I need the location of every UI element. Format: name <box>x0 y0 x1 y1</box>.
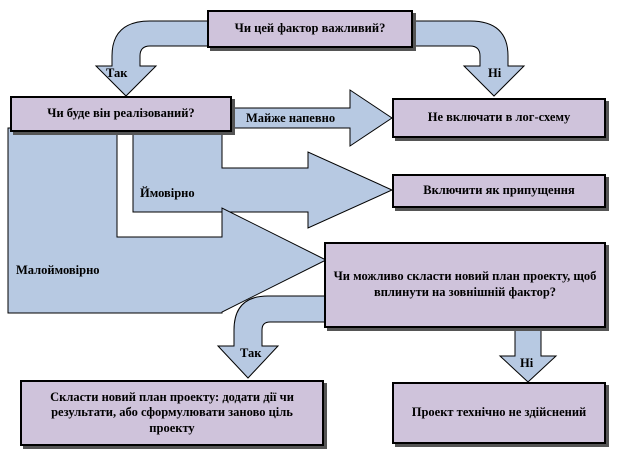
arrow-no-top <box>411 20 526 97</box>
label-yes-top: Так <box>106 66 128 80</box>
box-question-important: Чи цей фактор важливий? <box>207 10 413 48</box>
box-question-realized: Чи буде він реалізований? <box>10 96 232 132</box>
arrow-almost-certain <box>231 89 393 147</box>
label-no-top: Ні <box>488 66 502 80</box>
box-include-assumption: Включити як припущення <box>392 174 606 208</box>
arrow-no-bottom <box>498 327 558 383</box>
label-almost-certain: Майже напевно <box>246 111 336 125</box>
box-exclude: Не включати в лог-схему <box>392 98 606 138</box>
arrow-yes-bottom <box>216 295 327 379</box>
label-probably: Ймовірно <box>140 186 195 200</box>
box-question-redesign: Чи можливо скласти новий план проекту, щ… <box>324 242 606 328</box>
arrow-yes-top <box>94 20 209 97</box>
label-yes-bottom: Так <box>240 346 262 360</box>
box-not-feasible: Проект технічно не здійснений <box>392 382 606 444</box>
label-no-bottom: Ні <box>520 356 534 370</box>
arrow-unlikely <box>7 127 328 314</box>
label-unlikely: Малоймовірно <box>16 263 100 277</box>
arrow-probably <box>132 127 394 229</box>
box-new-plan: Скласти новий план проекту: додати дії ч… <box>20 380 324 446</box>
